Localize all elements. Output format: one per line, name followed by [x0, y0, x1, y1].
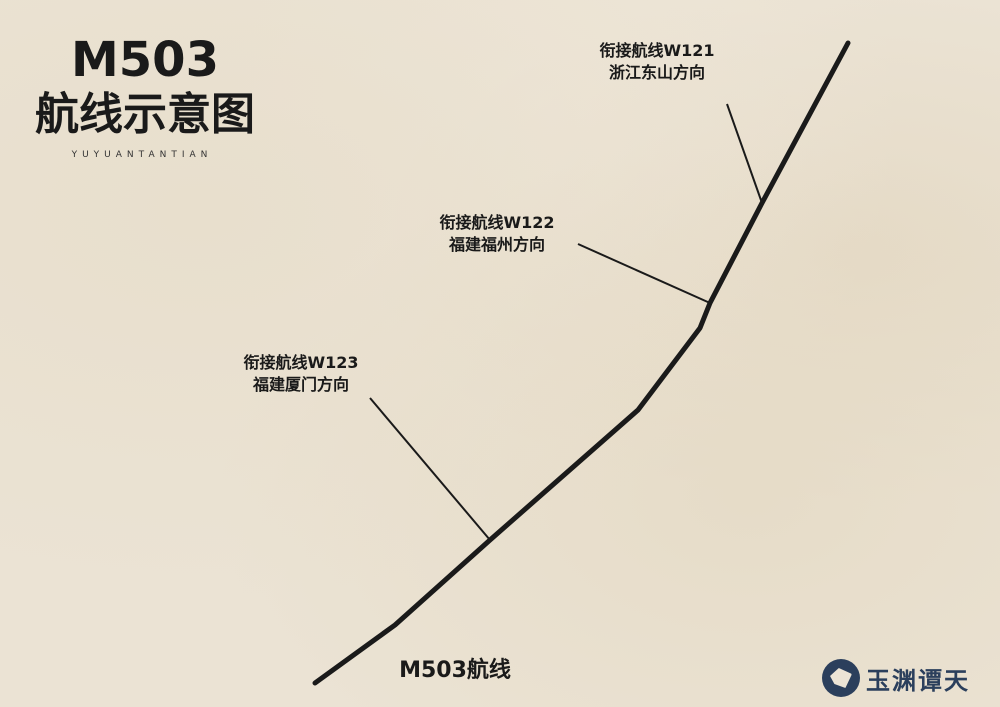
leader-line-w122	[577, 243, 711, 304]
connector-w123-direction: 福建厦门方向	[252, 375, 349, 394]
connector-label-w122: 衔接航线W122 福建福州方向	[418, 212, 576, 256]
connector-w121-name: 衔接航线W121	[599, 41, 715, 60]
connector-w122-direction: 福建福州方向	[448, 235, 545, 254]
brand-logo: 玉渊谭天	[822, 656, 992, 700]
title-subtitle: 航线示意图	[35, 89, 255, 140]
connector-w121-direction: 浙江东山方向	[608, 63, 705, 82]
route-name-label: M503航线	[399, 658, 511, 683]
logo-text: 玉渊谭天	[866, 665, 970, 695]
logo-icon	[822, 659, 860, 697]
connector-label-w121: 衔接航线W121 浙江东山方向	[578, 40, 736, 84]
leader-line-w123	[369, 397, 491, 541]
m503-route-line	[312, 40, 851, 686]
title-english: YUYUANTANTIAN	[71, 150, 213, 160]
connector-label-w123: 衔接航线W123 福建厦门方向	[222, 352, 380, 396]
connector-w122-name: 衔接航线W122	[439, 213, 555, 232]
leader-line-w121	[726, 103, 763, 204]
connector-w123-name: 衔接航线W123	[243, 353, 359, 372]
title-main: M503	[71, 32, 219, 88]
